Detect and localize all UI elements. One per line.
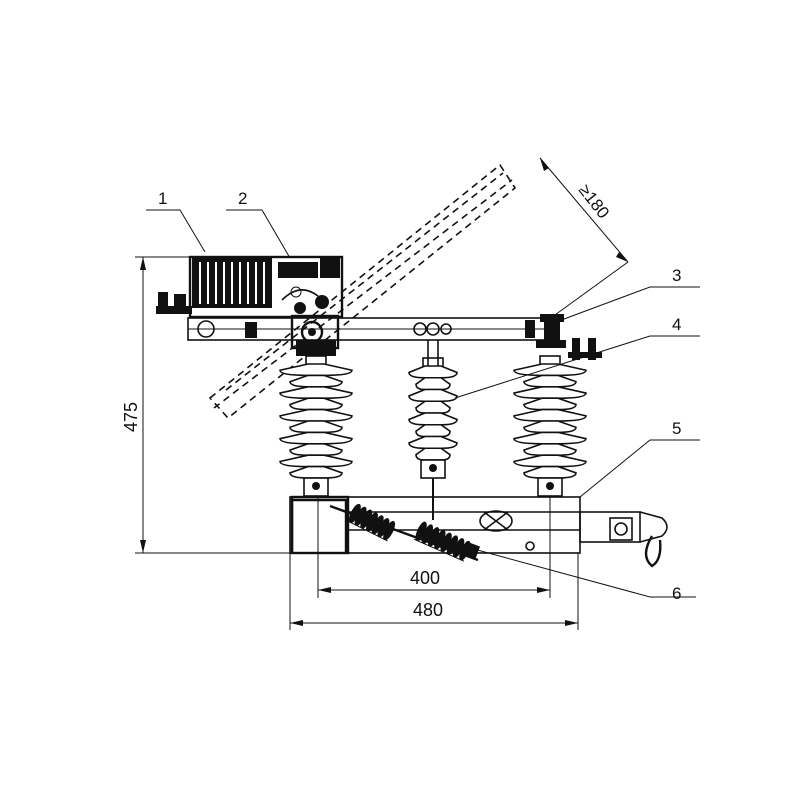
callout-5: 5 [672,419,681,438]
callout-3: 3 [672,266,681,285]
main-conductor-bar [187,314,602,360]
dimension-height-label: 475 [121,402,141,432]
base-frame [289,495,668,568]
open-blade-dashed [208,163,517,420]
operating-rod [427,340,439,520]
spring-lower [413,521,471,562]
callout-4: 4 [672,315,681,334]
dimension-lines [135,157,629,630]
spring-upper [347,503,396,542]
operating-springs [329,503,481,562]
insulator-right [513,355,587,497]
insulator-left [279,355,353,497]
callout-2: 2 [238,189,247,208]
callout-1: 1 [158,189,167,208]
mechanism-housing [156,255,344,319]
callout-6: 6 [672,584,681,603]
insulator-center [408,357,458,479]
callout-leaders [146,209,700,598]
dimension-clearance-label: ≥180 [575,181,613,222]
dimension-inner-width-label: 400 [410,568,440,588]
dimension-outer-width-label: 480 [413,600,443,620]
